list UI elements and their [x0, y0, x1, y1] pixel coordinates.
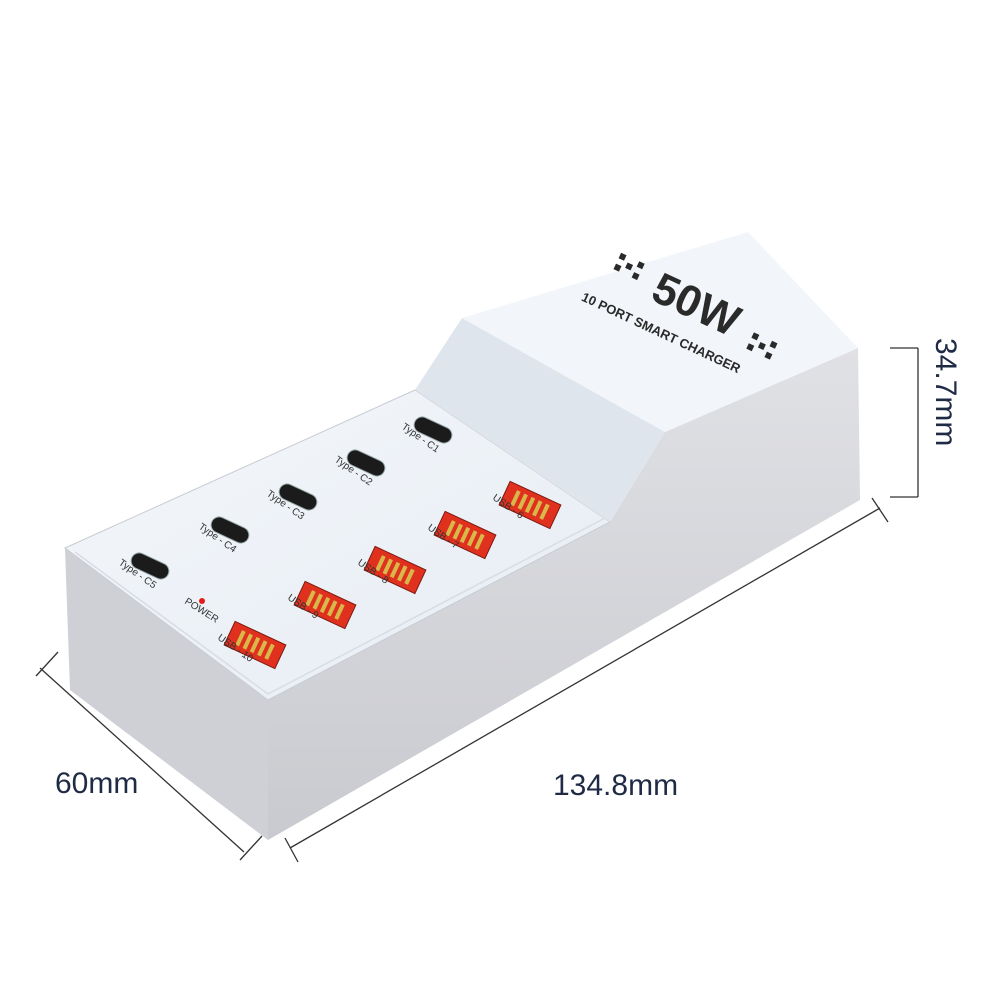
type-c-socket-icon	[210, 516, 250, 544]
checker-icon-right	[746, 332, 778, 360]
charger-front-side	[268, 348, 860, 840]
type-c-socket-icon	[413, 416, 453, 444]
dimension-lines	[35, 347, 919, 863]
type-c-socket-icon	[346, 449, 386, 477]
width-dimension: 60mm	[55, 767, 138, 800]
charger-upper-top	[462, 232, 858, 432]
height-dimension: 34.7mm	[929, 338, 962, 446]
type-c-socket-icon	[130, 552, 170, 580]
type-c-socket-icon	[278, 483, 318, 511]
length-dimension: 134.8mm	[553, 769, 678, 802]
charger-left-side	[65, 548, 268, 840]
usb-socket-icon	[223, 620, 287, 670]
power-led-icon	[199, 598, 205, 604]
checker-icon-left	[613, 252, 645, 281]
usb-socket-icon	[293, 580, 357, 630]
charger-ramp	[415, 318, 665, 522]
usb-socket-icon	[433, 510, 497, 560]
usb-socket-icon	[363, 545, 427, 595]
usb-socket-icon	[498, 480, 562, 530]
